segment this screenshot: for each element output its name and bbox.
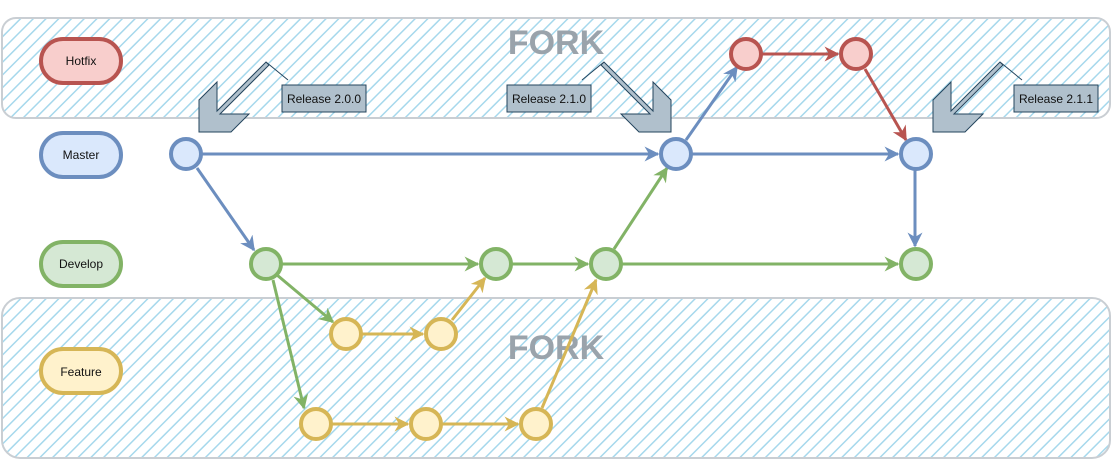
lane-label-master: Master: [63, 148, 100, 162]
commit-feature-b-1: [299, 407, 333, 441]
release-label-2-0-0: Release 2.0.0: [281, 84, 367, 113]
release-label-2-1-1: Release 2.1.1: [1013, 84, 1099, 113]
fork-region-top: [1, 17, 1111, 119]
commit-master-3: [899, 137, 933, 171]
svg-text:Release 2.0.0: Release 2.0.0: [287, 92, 361, 106]
edges: [195, 46, 923, 432]
lane-feature: Feature: [39, 347, 123, 395]
commit-master-1: [169, 137, 203, 171]
lane-label-develop: Develop: [59, 257, 103, 271]
release-arrow-2-0-0: [198, 61, 289, 133]
commit-master-2: [659, 137, 693, 171]
edge-feature-a-to-develop: [450, 276, 487, 321]
edge-hotfix-to-master: [863, 68, 908, 142]
commit-develop-2: [479, 247, 513, 281]
edge-develop-to-master: [612, 166, 669, 250]
commit-feature-a-2: [424, 317, 458, 351]
lane-develop: Develop: [39, 240, 123, 288]
lane-label-feature: Feature: [60, 365, 102, 379]
edge-master-to-develop: [195, 167, 256, 252]
commit-feature-a-1: [329, 317, 363, 351]
edge-feature-b-to-develop: [540, 278, 598, 409]
edge-master-to-hotfix: [684, 65, 739, 141]
commit-feature-b-3: [519, 407, 553, 441]
svg-text:Release 2.1.1: Release 2.1.1: [1019, 92, 1093, 106]
release-label-2-1-0: Release 2.1.0: [506, 84, 592, 113]
lane-label-hotfix: Hotfix: [66, 54, 97, 68]
commit-hotfix-1: [729, 37, 763, 71]
fork-label-bottom: FORK: [508, 329, 605, 367]
edge-develop-to-feature-b: [271, 279, 309, 410]
commit-develop-3: [589, 247, 623, 281]
lane-hotfix: Hotfix: [39, 37, 123, 85]
svg-text:Release 2.1.0: Release 2.1.0: [512, 92, 586, 106]
commit-develop-4: [899, 247, 933, 281]
commit-feature-b-2: [409, 407, 443, 441]
lane-master: Master: [39, 131, 123, 179]
release-arrow-2-1-0: [581, 61, 672, 133]
release-arrow-2-1-1: [932, 61, 1023, 133]
commit-hotfix-2: [839, 37, 873, 71]
edge-develop-to-feature-a: [276, 273, 335, 324]
commit-develop-1: [249, 247, 283, 281]
fork-label-top: FORK: [508, 24, 605, 62]
nodes: [169, 37, 933, 441]
